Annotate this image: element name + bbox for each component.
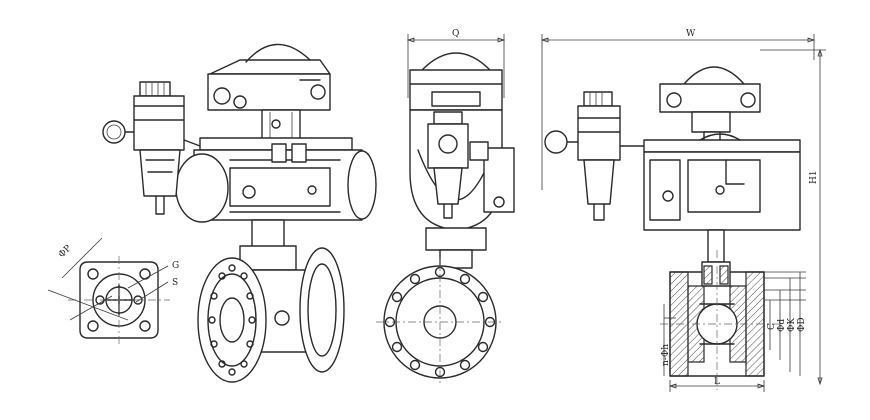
side-positioner-dome: [683, 66, 745, 85]
filter-bowl: [139, 149, 181, 197]
isometric-view: [102, 43, 377, 383]
regulator-knob: [139, 81, 171, 97]
side-section-view: W H1: [540, 29, 826, 392]
positioner-housing: [207, 73, 331, 111]
k-dimension-label: ΦK: [787, 318, 797, 332]
w-dimension-label: W: [686, 29, 696, 39]
front-positioner-dome: [421, 52, 491, 71]
flange-top-detail: ΦP G S: [47, 237, 179, 346]
q-dimension-label: Q: [452, 29, 459, 39]
side-stem: [707, 229, 725, 263]
positioner-dome: [245, 43, 311, 63]
front-gauge: [438, 134, 458, 154]
side-gauge: [544, 130, 568, 154]
nh-dimension-label: n-Φh: [661, 344, 671, 366]
h1-dimension-label: H1: [809, 170, 819, 184]
side-regulator-knob: [583, 91, 613, 107]
mounting-bracket: [261, 109, 301, 141]
side-positioner: [659, 83, 761, 113]
g-label: G: [172, 261, 179, 271]
l-dimension-label: L: [714, 377, 720, 387]
dd-dimension-label: ΦD: [797, 317, 807, 332]
c-dimension-label: C: [767, 323, 777, 330]
pressure-gauge: [102, 120, 126, 144]
right-flange: [299, 247, 345, 373]
op-label: ΦP: [57, 244, 74, 261]
front-view: Q: [376, 29, 515, 386]
regulator-body: [133, 95, 185, 151]
solenoid: [483, 147, 515, 213]
actuator-end-cap: [347, 150, 377, 220]
d-dimension-label: Φd: [777, 319, 787, 332]
s-label: S: [172, 278, 178, 288]
side-regulator: [577, 105, 621, 161]
